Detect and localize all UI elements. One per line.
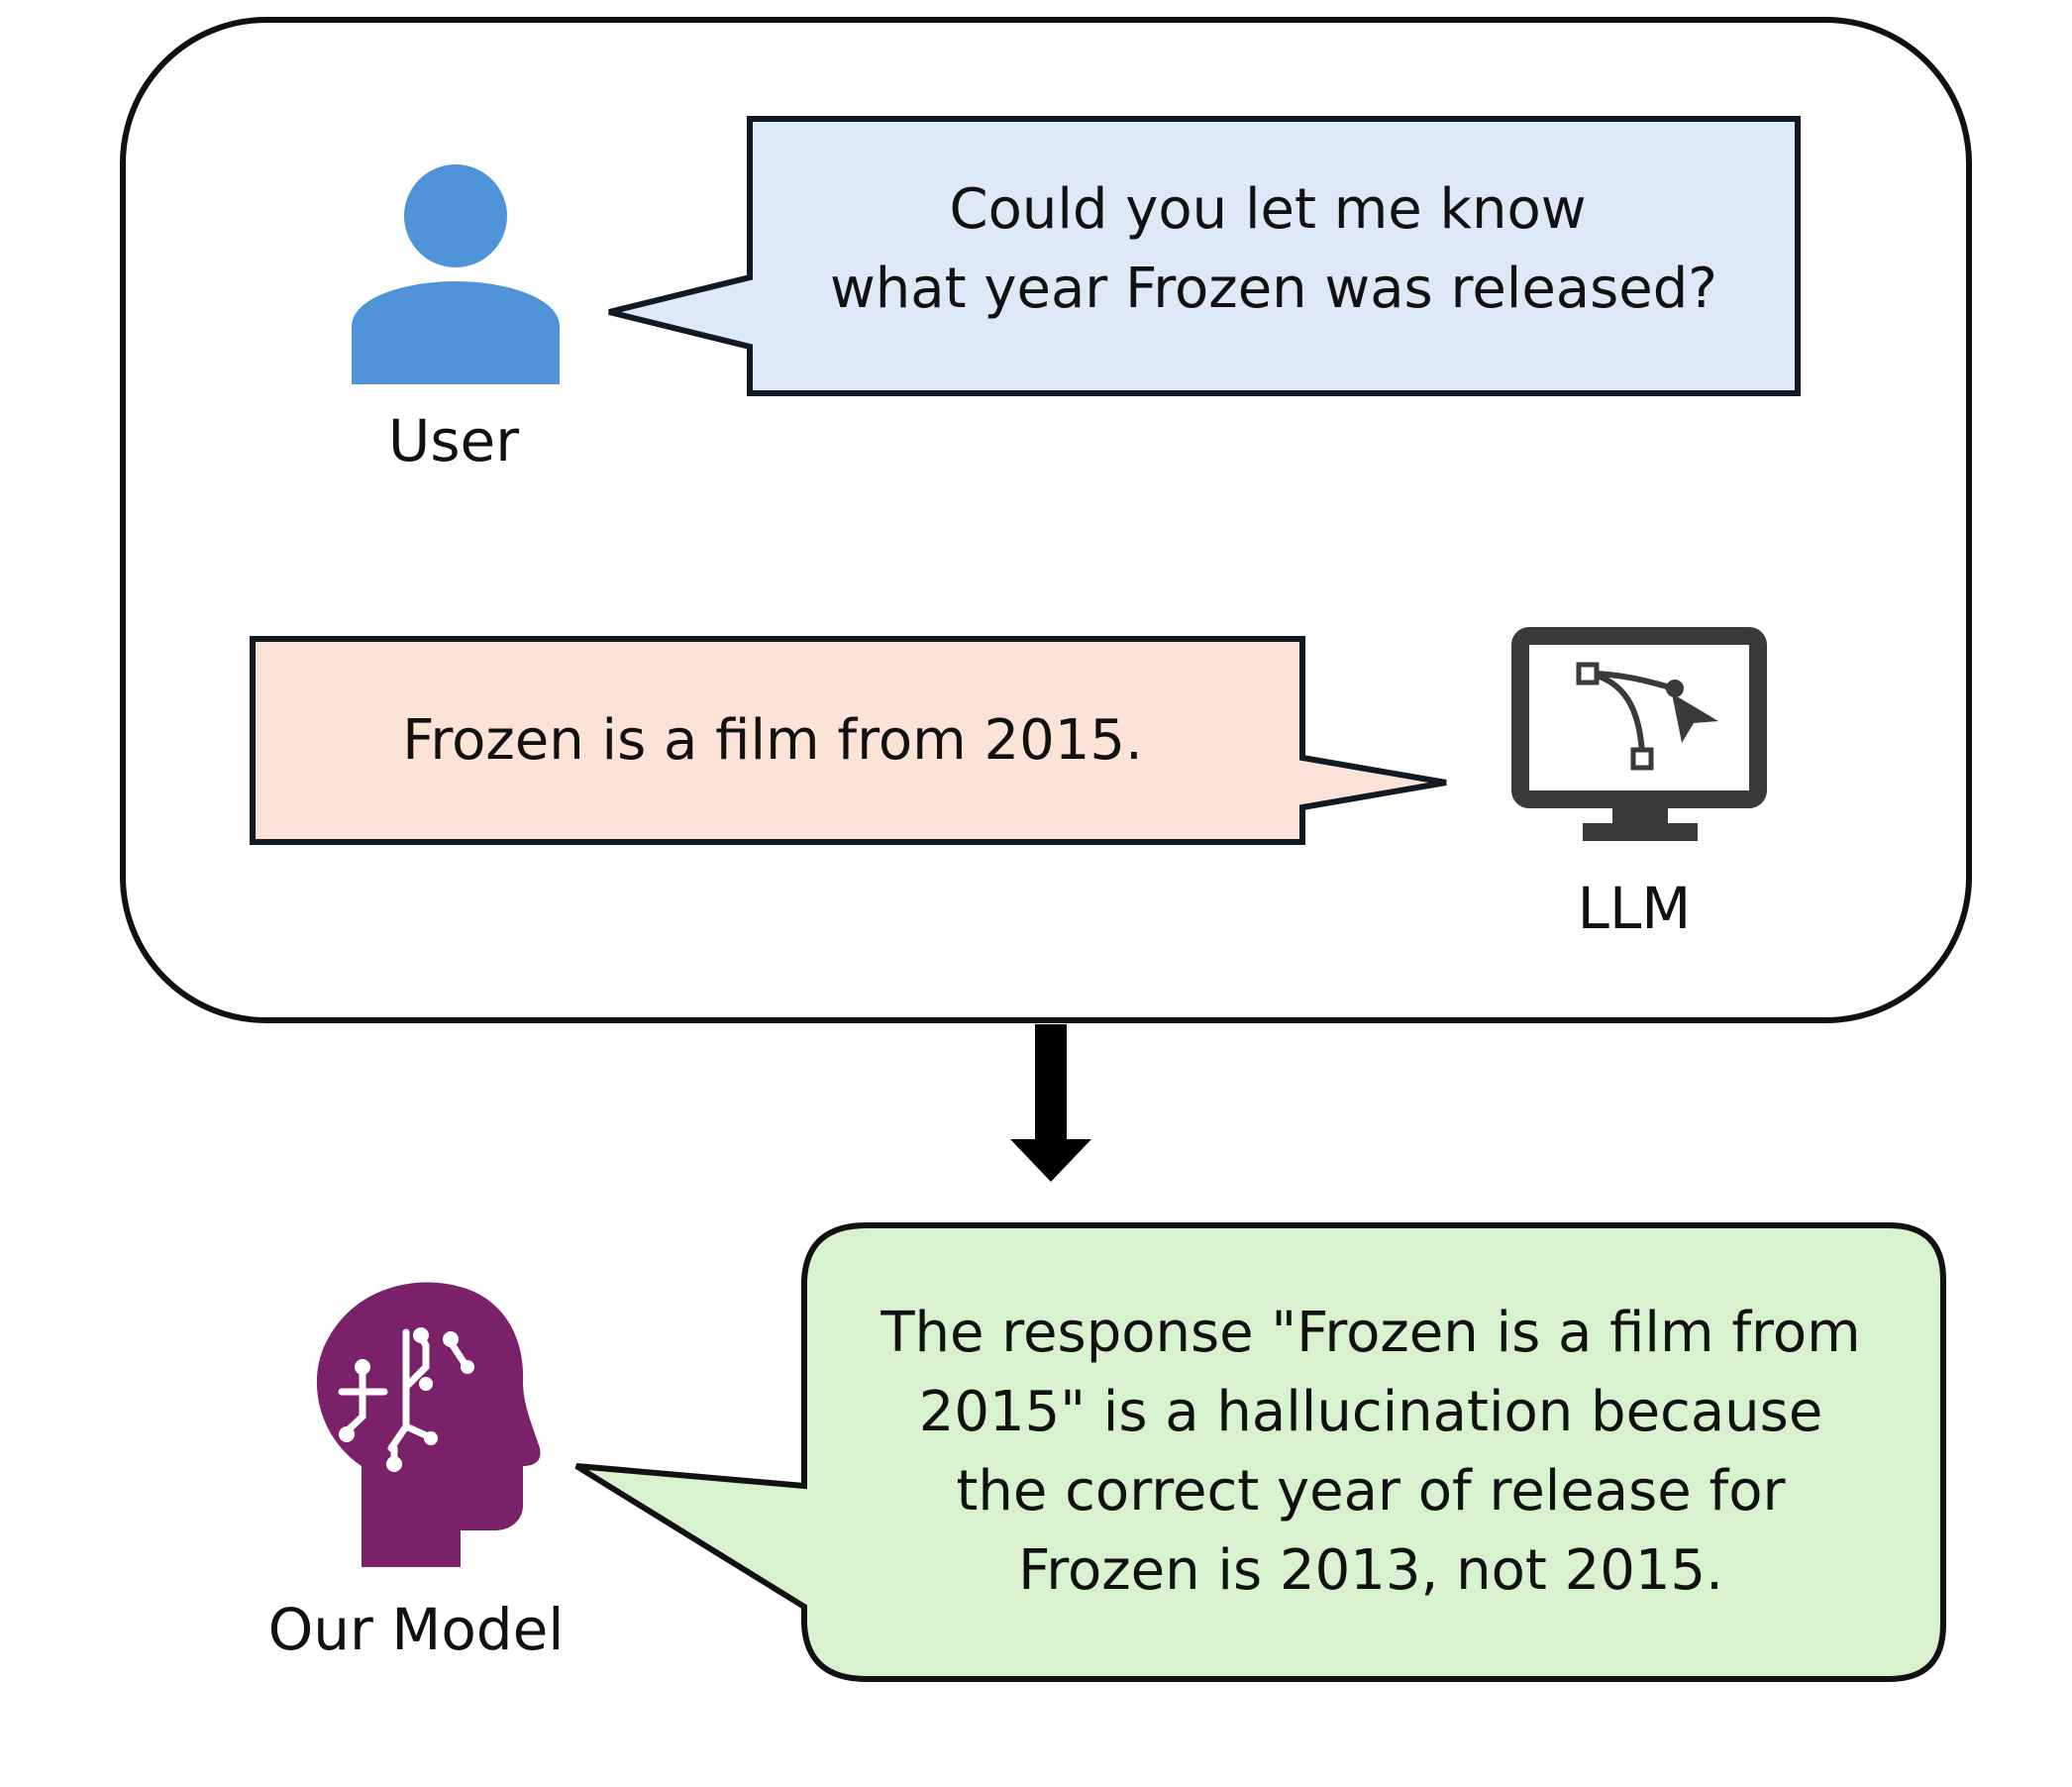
question-line-1: Could you let me know xyxy=(949,177,1586,242)
verdict-line-4: Frozen is 2013, not 2015. xyxy=(1018,1538,1723,1603)
monitor-vector-icon xyxy=(1511,627,1767,841)
llm-label: LLM xyxy=(1578,875,1692,942)
person-icon xyxy=(352,164,560,384)
user-label: User xyxy=(388,407,519,474)
verdict-line-2: 2015" is a hallucination because xyxy=(919,1380,1823,1444)
verdict-line-3: the correct year of release for xyxy=(956,1459,1786,1524)
down-arrow-icon xyxy=(1010,1024,1091,1182)
conversation-frame xyxy=(120,17,1972,1023)
head-circuit-icon xyxy=(316,1282,541,1567)
question-line-2: what year Frozen was released? xyxy=(830,257,1717,321)
question-bubble xyxy=(608,116,1801,396)
verdict-bubble xyxy=(574,1222,1946,1682)
verdict-line-1: The response "Frozen is a film from xyxy=(880,1301,1860,1365)
model-label: Our Model xyxy=(268,1596,565,1663)
response-text: Frozen is a film from 2015. xyxy=(402,708,1143,773)
response-bubble xyxy=(250,636,1447,845)
